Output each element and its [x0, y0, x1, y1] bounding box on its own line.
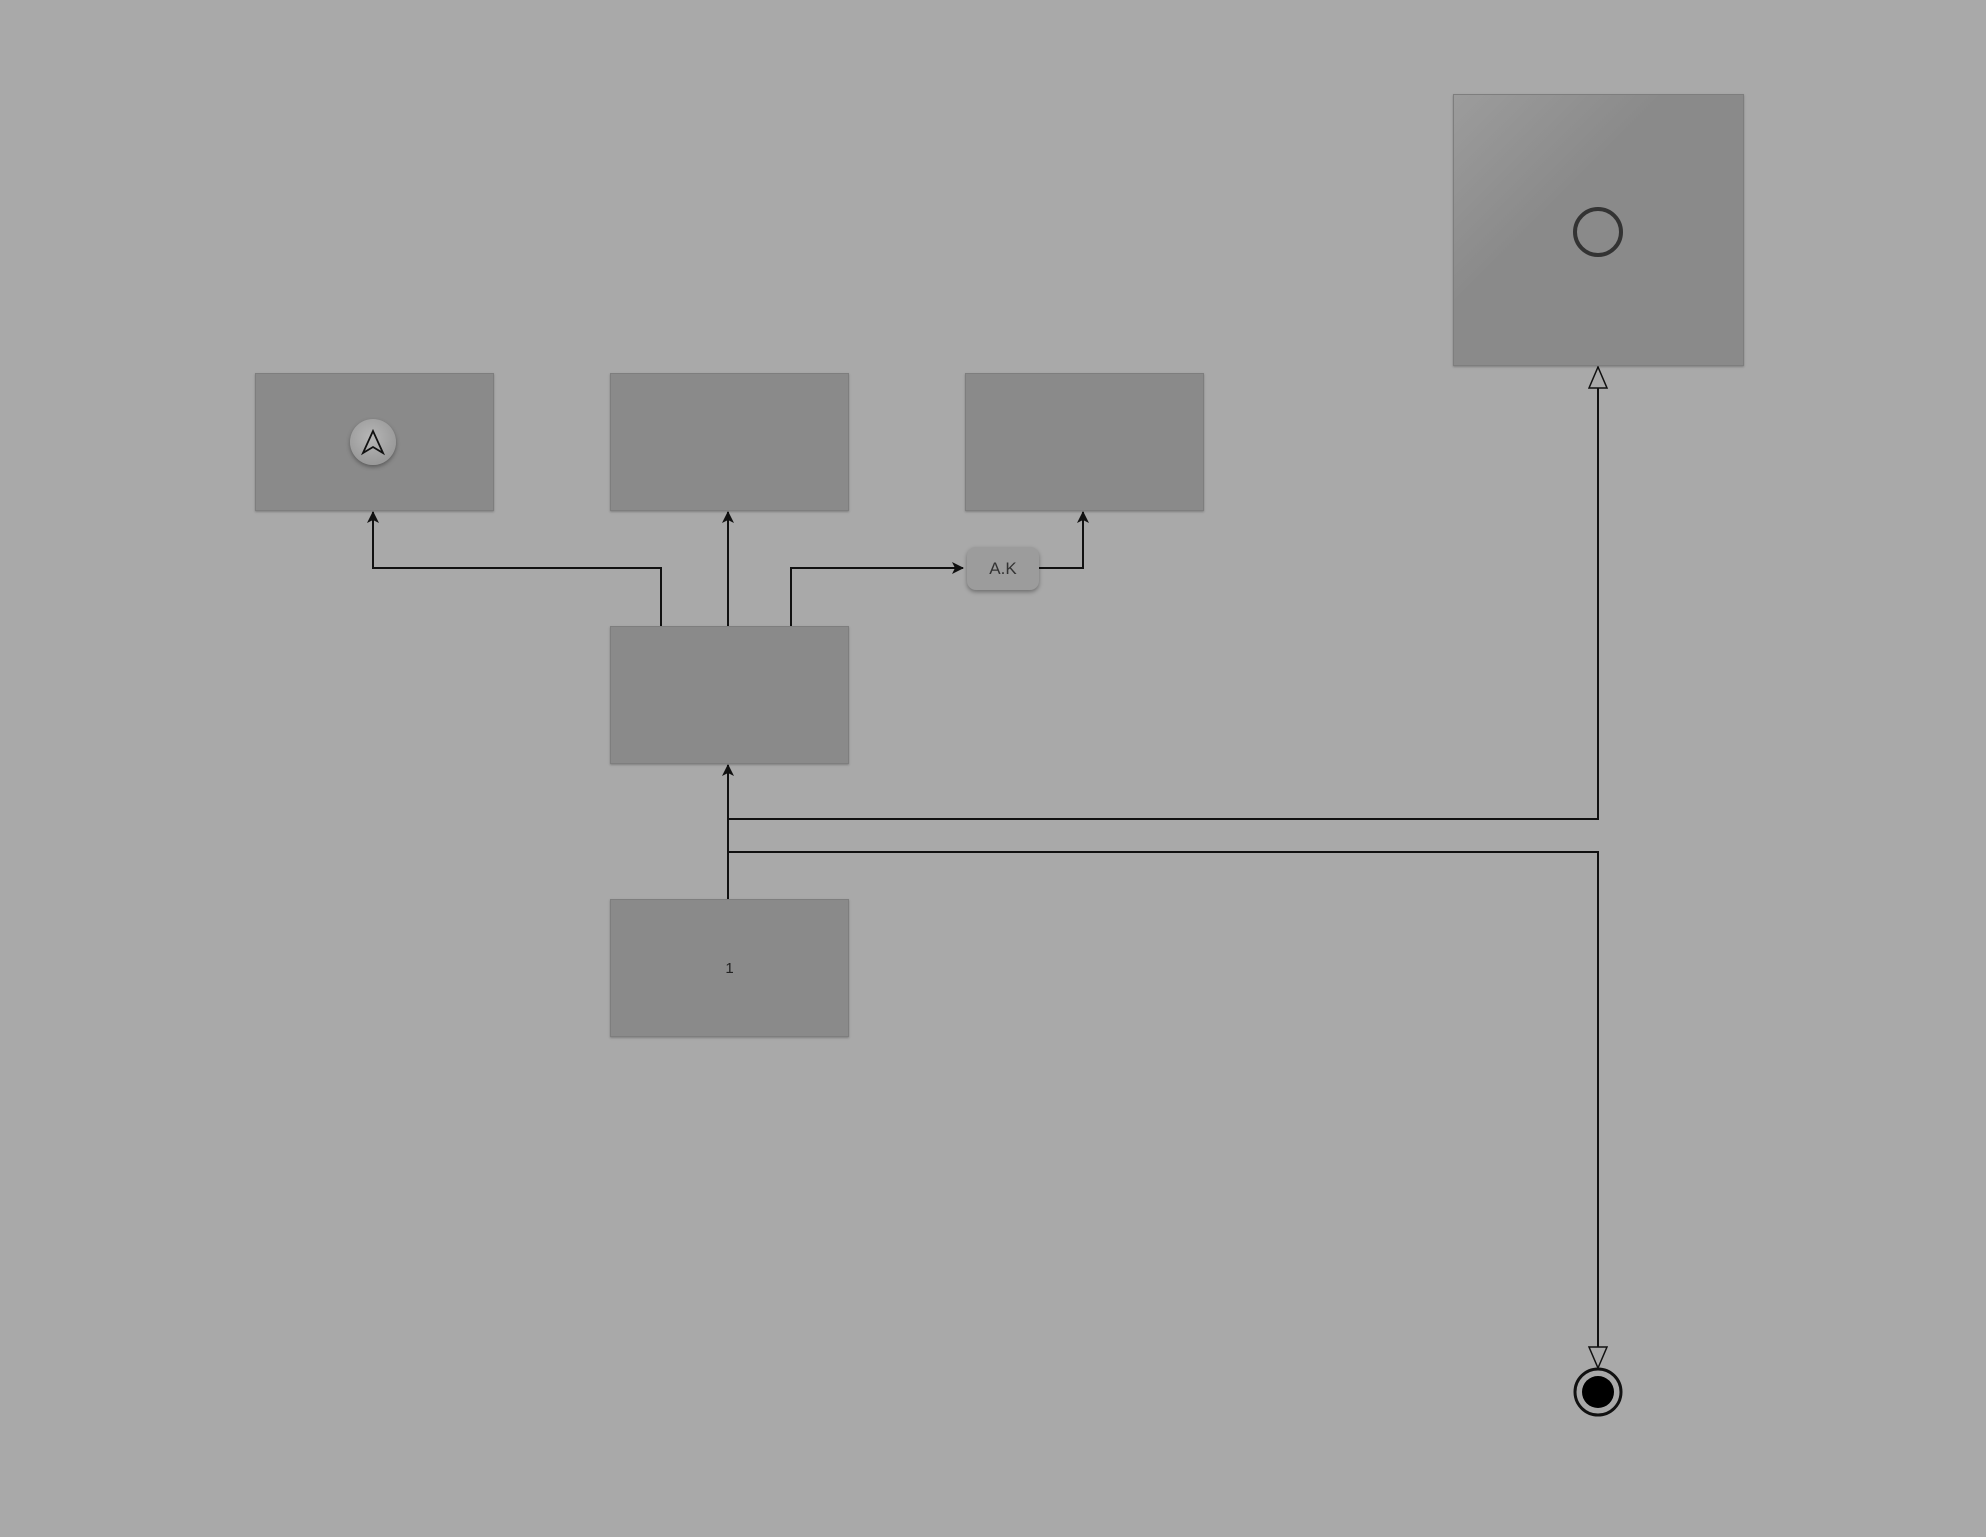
node-c[interactable] — [965, 373, 1204, 511]
final-state-icon[interactable] — [1573, 1367, 1623, 1417]
node-b[interactable] — [610, 373, 849, 511]
edge-label-to-c[interactable] — [1039, 511, 1089, 569]
edge-mid-to-a[interactable] — [367, 511, 662, 626]
edge-to-top-right[interactable] — [728, 367, 1598, 820]
edge-label-text: A.K — [989, 558, 1017, 578]
edge-to-end[interactable] — [728, 851, 1598, 1368]
node-mid[interactable] — [610, 626, 849, 764]
node-bottom[interactable]: 1 — [610, 899, 849, 1037]
edge-label-pill[interactable]: A.K — [967, 547, 1039, 590]
node-bottom-label: 1 — [725, 959, 734, 977]
ring-icon — [1573, 207, 1623, 257]
node-top-right[interactable] — [1453, 94, 1744, 366]
navigation-arrow-icon[interactable] — [350, 419, 396, 465]
edge-mid-to-label[interactable] — [790, 562, 964, 626]
